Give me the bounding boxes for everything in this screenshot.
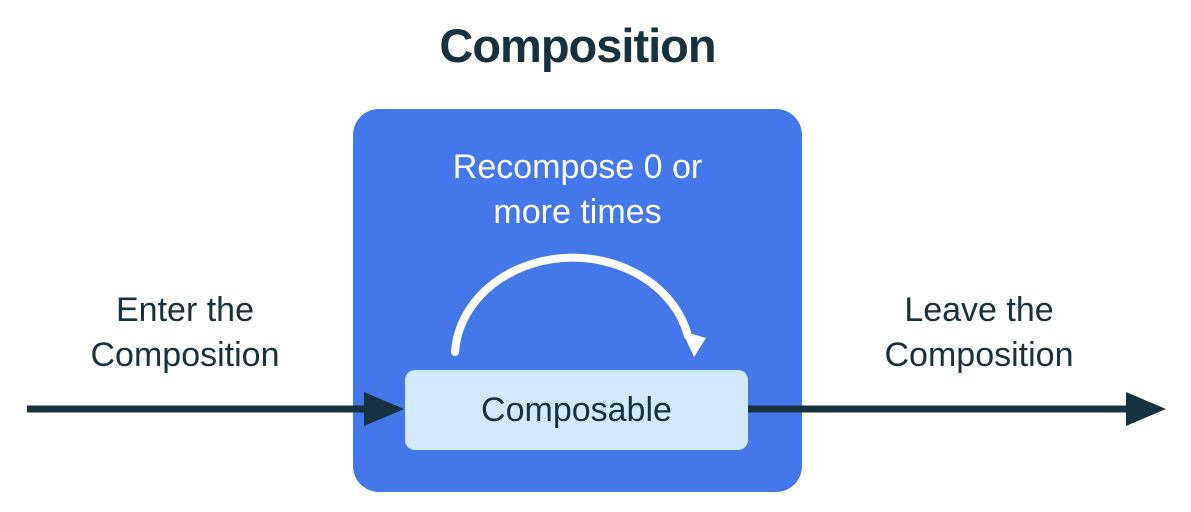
diagram-title: Composition	[439, 19, 716, 72]
composable-label: Composable	[481, 390, 672, 429]
recompose-label: Recompose 0 or more times	[452, 148, 703, 231]
enter-composition-label: Enter the Composition	[90, 291, 280, 374]
composable-box: Composable	[405, 370, 748, 450]
leave-arrow-head-icon	[1126, 392, 1166, 426]
leave-composition-label: Leave the Composition	[884, 291, 1074, 374]
composition-panel: Recompose 0 or more times Composable	[353, 109, 802, 492]
